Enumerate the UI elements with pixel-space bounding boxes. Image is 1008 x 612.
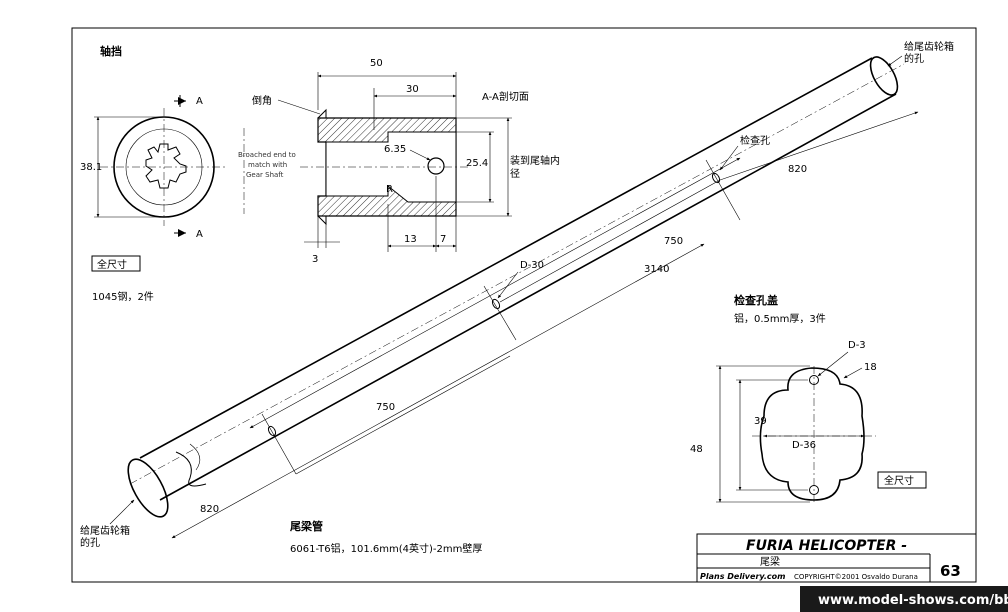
dim-3140: 3140: [644, 264, 669, 275]
broach-note-3: Gear Shaft: [246, 171, 284, 179]
cover-scale-badge: 全尺寸: [884, 474, 914, 487]
collar-section-view: 50 30 A-A剖切面 倒角 6.35 R 25.4 装到尾轴内 径 13 7…: [252, 58, 560, 265]
dim-750-top: 750: [664, 236, 683, 247]
dim-13: 13: [404, 234, 417, 245]
dim-820-top: 820: [788, 164, 807, 175]
tube-title: 尾梁管: [289, 519, 323, 533]
dim-39: 39: [754, 416, 767, 427]
dim-7: 7: [440, 234, 446, 245]
dim-d3: D-3: [848, 340, 866, 351]
fit-note-1: 装到尾轴内: [510, 154, 560, 167]
dim-3: 3: [312, 254, 318, 265]
fit-note-2: 径: [510, 167, 520, 180]
watermark: www.model-shows.com/bbs: [800, 586, 1008, 612]
watermark-text: www.model-shows.com/bbs: [818, 593, 1008, 608]
dim-48: 48: [690, 444, 703, 455]
dim-inner-diameter: 25.4: [466, 158, 488, 169]
dim-18: 18: [864, 362, 877, 373]
section-marker-top: A: [196, 96, 203, 107]
drawing-border: [71, 27, 977, 583]
tail-boom-tube: 820 750 3140 D-30 750 820 检查孔 给尾齿轮箱 的孔 给…: [80, 40, 954, 555]
section-marker-bottom: A: [196, 229, 203, 240]
title-block-title: FURIA HELICOPTER -: [746, 538, 907, 554]
cover-material: 铝，0.5mm厚，3件: [734, 313, 826, 325]
dim-outer-diameter: 38.1: [80, 162, 102, 173]
title-block-subtitle: 尾梁: [760, 555, 780, 568]
chamfer-label: 倒角: [252, 95, 272, 107]
section-label: A-A剖切面: [482, 90, 529, 103]
dim-radius: R: [386, 184, 393, 195]
dim-length: 50: [370, 58, 383, 69]
hole-label-bottom-2: 的孔: [80, 536, 100, 549]
dim-bore-depth: 30: [406, 84, 419, 95]
title-block-copyright: COPYRIGHT©2001 Osvaldo Durana: [794, 573, 918, 581]
broach-note-1: Broached end to: [238, 151, 296, 159]
cover-title: 检查孔盖: [734, 293, 778, 307]
title-block-publisher: Plans Delivery.com: [700, 572, 785, 581]
hole-label-top-1: 给尾齿轮箱: [904, 40, 954, 53]
dim-d36: D-36: [792, 440, 816, 451]
dim-750-bottom: 750: [376, 402, 395, 413]
hole-label-bottom-1: 给尾齿轮箱: [80, 524, 130, 537]
dim-820-bottom: 820: [200, 504, 219, 515]
inspection-cover: 检查孔盖 铝，0.5mm厚，3件 D-3 18 48 39 D-36 全尺寸: [690, 293, 927, 504]
collar-material: 1045钢，2件: [92, 290, 154, 303]
inspection-label: 检查孔: [740, 134, 770, 147]
broach-note-2: match with: [248, 161, 287, 169]
title-block: FURIA HELICOPTER - 尾梁 Plans Delivery.com…: [696, 533, 977, 583]
hole-label-top-2: 的孔: [904, 52, 924, 65]
dim-d30: D-30: [520, 260, 544, 271]
title-block-page: 63: [940, 562, 961, 580]
dim-hole: 6.35: [384, 144, 406, 155]
collar-title: 轴挡: [100, 44, 122, 58]
collar-scale-badge: 全尺寸: [97, 258, 127, 271]
collar-end-view: 轴挡 A A 38.1 Broached end to match with G…: [80, 44, 296, 303]
tube-material: 6061-T6铝，101.6mm(4英寸)-2mm壁厚: [290, 542, 482, 555]
